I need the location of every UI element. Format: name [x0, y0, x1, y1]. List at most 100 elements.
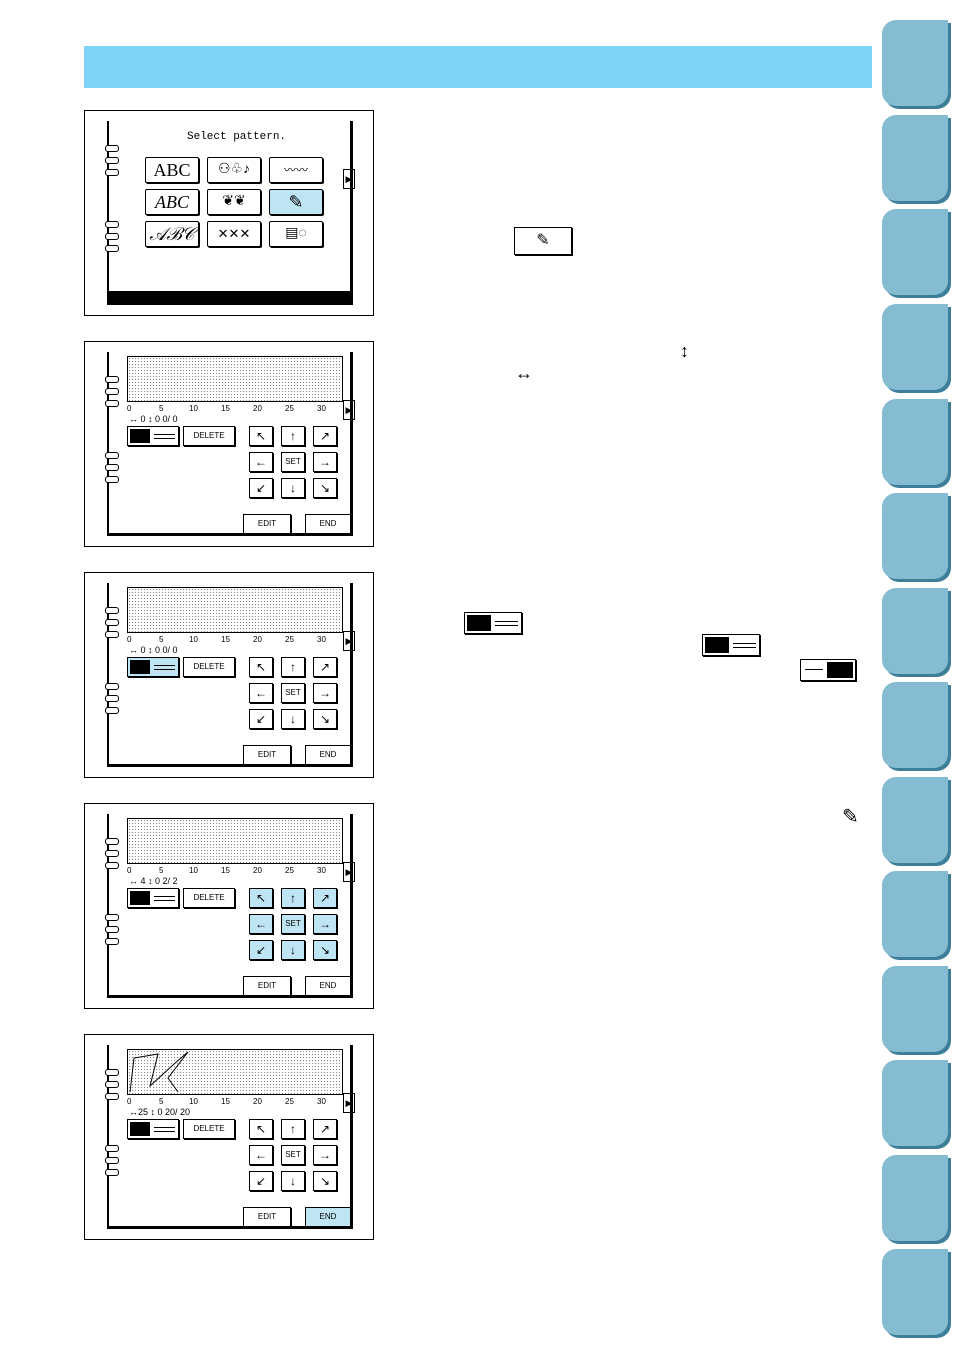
left-arrow-icon[interactable]: ← — [249, 914, 273, 934]
stitch-grid[interactable] — [127, 356, 343, 402]
down-right-arrow-icon[interactable]: ↘ — [313, 478, 337, 498]
ruler-tick: 15 — [221, 404, 230, 413]
binder-ring — [105, 1145, 119, 1152]
chapter-tab-7[interactable] — [882, 588, 948, 674]
binder-ring — [105, 914, 119, 921]
chapter-tab-4[interactable] — [882, 304, 948, 390]
right-arrow-icon[interactable]: → — [313, 1145, 337, 1165]
end-button[interactable]: END — [305, 745, 351, 765]
up-left-arrow-icon[interactable]: ↖ — [249, 426, 273, 446]
edit-button[interactable]: EDIT — [243, 745, 291, 765]
set-button[interactable]: SET — [281, 914, 305, 934]
ruler-tick: 25 — [285, 866, 294, 875]
end-button[interactable]: END — [305, 976, 351, 996]
pattern-button-saved[interactable]: ▤◌ — [269, 221, 323, 247]
end-button[interactable]: END — [305, 1207, 351, 1227]
chapter-tab-6[interactable] — [882, 493, 948, 579]
page-arrow-tab[interactable]: ▶ — [343, 1093, 355, 1113]
pattern-button-abc-script[interactable]: 𝒜ℬ𝒞 — [145, 221, 199, 247]
chapter-tab-12[interactable] — [882, 1060, 948, 1146]
down-left-arrow-icon[interactable]: ↙ — [249, 478, 273, 498]
page-arrow-tab[interactable]: ▶ — [343, 631, 355, 651]
up-arrow-icon[interactable]: ↑ — [281, 426, 305, 446]
down-right-arrow-icon[interactable]: ↘ — [313, 709, 337, 729]
page-arrow-tab[interactable]: ▶ — [343, 400, 355, 420]
ruler-tick: 15 — [221, 1097, 230, 1106]
pattern-button-abc-outline[interactable]: ABC — [145, 189, 199, 215]
edit-button[interactable]: EDIT — [243, 976, 291, 996]
chapter-tab-11[interactable] — [882, 966, 948, 1052]
horizontal-arrow-icon: ↔ — [515, 363, 533, 383]
stitch-grid[interactable] — [127, 818, 343, 864]
chapter-tab-3[interactable] — [882, 209, 948, 295]
pattern-button-characters[interactable]: ⚇♧♪ — [207, 157, 261, 183]
up-right-arrow-icon[interactable]: ↗ — [313, 426, 337, 446]
stitch-grid[interactable] — [127, 1049, 343, 1095]
pattern-button-cross-stitch[interactable]: ✕✕✕ — [207, 221, 261, 247]
single-triple-stitch-button[interactable] — [127, 426, 179, 446]
down-left-arrow-icon[interactable]: ↙ — [249, 1171, 273, 1191]
chapter-tab-9[interactable] — [882, 777, 948, 863]
down-left-arrow-icon[interactable]: ↙ — [249, 709, 273, 729]
down-arrow-icon[interactable]: ↓ — [281, 940, 305, 960]
chapter-tab-2[interactable] — [882, 115, 948, 201]
up-right-arrow-icon[interactable]: ↗ — [313, 657, 337, 677]
right-arrow-icon[interactable]: → — [313, 683, 337, 703]
chapter-tab-13[interactable] — [882, 1155, 948, 1241]
set-button[interactable]: SET — [281, 452, 305, 472]
delete-button[interactable]: DELETE — [183, 1119, 235, 1139]
delete-button[interactable]: DELETE — [183, 426, 235, 446]
up-arrow-icon[interactable]: ↑ — [281, 888, 305, 908]
single-triple-stitch-button[interactable] — [127, 657, 179, 677]
left-arrow-icon[interactable]: ← — [249, 452, 273, 472]
down-arrow-icon[interactable]: ↓ — [281, 478, 305, 498]
page-arrow-tab[interactable]: ▶ — [343, 862, 355, 882]
edit-button[interactable]: EDIT — [243, 514, 291, 534]
down-left-arrow-icon[interactable]: ↙ — [249, 940, 273, 960]
up-right-arrow-icon[interactable]: ↗ — [313, 888, 337, 908]
up-arrow-icon[interactable]: ↑ — [281, 1119, 305, 1139]
lcd-panel: 0 5 10 15 20 25 30 ↔ 4 ↕ 0 2/ 2 DELETE ↖… — [105, 814, 355, 998]
panel-edge — [109, 764, 353, 767]
pattern-button-my-custom-stitch[interactable]: ✎ — [269, 189, 323, 215]
left-arrow-icon[interactable]: ← — [249, 683, 273, 703]
up-left-arrow-icon[interactable]: ↖ — [249, 657, 273, 677]
down-arrow-icon[interactable]: ↓ — [281, 1171, 305, 1191]
panel-edge — [350, 352, 353, 536]
pattern-button-abc-block[interactable]: ABC — [145, 157, 199, 183]
end-button[interactable]: END — [305, 514, 351, 534]
chapter-tab-5[interactable] — [882, 399, 948, 485]
ruler-tick: 5 — [159, 866, 164, 875]
delete-button[interactable]: DELETE — [183, 888, 235, 908]
set-button[interactable]: SET — [281, 683, 305, 703]
single-triple-stitch-button[interactable] — [127, 1119, 179, 1139]
up-right-arrow-icon[interactable]: ↗ — [313, 1119, 337, 1139]
set-button[interactable]: SET — [281, 1145, 305, 1165]
down-arrow-icon[interactable]: ↓ — [281, 709, 305, 729]
up-left-arrow-icon[interactable]: ↖ — [249, 1119, 273, 1139]
page-arrow-tab[interactable]: ▶ — [343, 169, 355, 189]
ruler-tick: 5 — [159, 404, 164, 413]
pattern-button-decorative[interactable]: 〰〰 — [269, 157, 323, 183]
single-triple-stitch-button[interactable] — [127, 888, 179, 908]
binder-ring — [105, 400, 119, 407]
down-right-arrow-icon[interactable]: ↘ — [313, 940, 337, 960]
delete-button[interactable]: DELETE — [183, 657, 235, 677]
edit-button[interactable]: EDIT — [243, 1207, 291, 1227]
ruler-tick: 30 — [317, 404, 326, 413]
up-left-arrow-icon[interactable]: ↖ — [249, 888, 273, 908]
chapter-tab-8[interactable] — [882, 682, 948, 768]
pattern-button-floral[interactable]: ❦❦ — [207, 189, 261, 215]
binder-ring — [105, 376, 119, 383]
down-right-arrow-icon[interactable]: ↘ — [313, 1171, 337, 1191]
right-arrow-icon[interactable]: → — [313, 452, 337, 472]
stitch-grid[interactable] — [127, 587, 343, 633]
chapter-tab-14[interactable] — [882, 1249, 948, 1335]
up-arrow-icon[interactable]: ↑ — [281, 657, 305, 677]
chapter-tab-1[interactable] — [882, 20, 948, 106]
right-arrow-icon[interactable]: → — [313, 914, 337, 934]
ruler-tick: 25 — [285, 1097, 294, 1106]
chapter-tab-10[interactable] — [882, 871, 948, 957]
binder-ring — [105, 1169, 119, 1176]
left-arrow-icon[interactable]: ← — [249, 1145, 273, 1165]
